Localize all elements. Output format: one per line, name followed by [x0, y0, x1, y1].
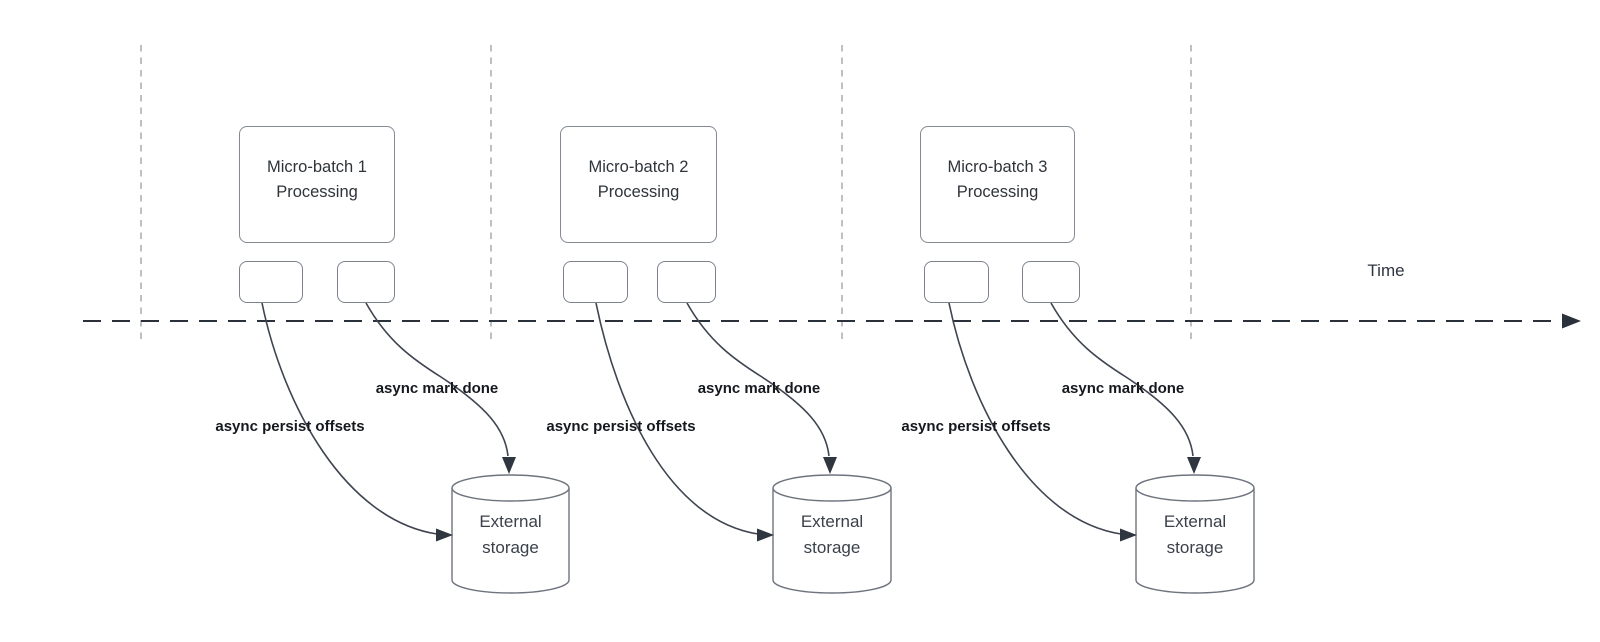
mark-done-arrow-2: [686, 302, 830, 457]
cylinder-body-1: [451, 488, 570, 594]
external-storage-cylinder-3: [1135, 474, 1255, 594]
mark-done-arrow-1: [365, 302, 509, 457]
micro-batch-3-processing-box: Micro-batch 3 Processing: [920, 126, 1075, 243]
time-axis-label: Time: [1367, 261, 1405, 280]
arrowheads: [436, 457, 1201, 542]
mark-done-arrowhead-2-icon: [823, 457, 837, 474]
mark-done-arrow-3: [1050, 302, 1194, 457]
external-storage-2-label: External storage: [773, 509, 891, 561]
cylinder-body-3: [1135, 488, 1255, 594]
batch-2-mark-done-task-box: [657, 261, 716, 303]
batch-1-title: Micro-batch 1: [267, 157, 367, 176]
external-storage-cylinder-1: [451, 474, 570, 594]
cylinder-body-2: [772, 488, 892, 594]
persist-offsets-arrow-1: [261, 302, 438, 535]
batch-3-mark-done-task-box: [1022, 261, 1080, 303]
external-storage-3-label: External storage: [1136, 509, 1254, 561]
batch-3-persist-offsets-label: async persist offsets: [901, 418, 1051, 435]
batch-3-persist-task-box: [924, 261, 989, 303]
time-axis-arrowhead-icon: [1562, 313, 1581, 329]
batch-2-mark-done-label: async mark done: [697, 380, 821, 397]
batch-2-subtitle: Processing: [597, 182, 680, 201]
storage-1-line2: storage: [482, 538, 539, 557]
storage-3-line1: External: [1163, 512, 1227, 531]
persist-arrowhead-3-icon: [1120, 528, 1137, 542]
batch-2-title: Micro-batch 2: [588, 157, 689, 176]
batch-1-persist-offsets-label: async persist offsets: [215, 418, 365, 435]
micro-batch-1-processing-box: Micro-batch 1 Processing: [239, 126, 395, 243]
cylinder-top-3: [1135, 474, 1255, 502]
external-storage-1-label: External storage: [452, 509, 569, 561]
batch-1-subtitle: Processing: [276, 182, 358, 201]
time-axis: [83, 313, 1581, 329]
batch-1-mark-done-label: async mark done: [375, 380, 499, 397]
mark-done-arrowhead-1-icon: [502, 457, 516, 474]
batch-3-mark-done-label: async mark done: [1061, 380, 1185, 397]
storage-3-line2: storage: [1166, 538, 1224, 557]
persist-arrowhead-1-icon: [436, 528, 453, 542]
storage-2-line2: storage: [803, 538, 861, 557]
mark-done-arrowhead-3-icon: [1187, 457, 1201, 474]
storage-1-line1: External: [479, 512, 542, 531]
batch-1-mark-done-task-box: [337, 261, 395, 303]
batch-3-subtitle: Processing: [956, 182, 1039, 201]
persist-offsets-arrow-3: [948, 302, 1122, 535]
batch-1-persist-task-box: [239, 261, 303, 303]
storage-2-line1: External: [800, 512, 864, 531]
cylinder-top-1: [451, 474, 570, 502]
batch-2-persist-task-box: [563, 261, 628, 303]
persist-offsets-arrow-2: [595, 302, 759, 535]
cylinder-top-2: [772, 474, 892, 502]
batch-3-title: Micro-batch 3: [947, 157, 1048, 176]
persist-arrowhead-2-icon: [757, 528, 774, 542]
storage-cylinders: [451, 474, 1255, 594]
micro-batch-2-processing-box: Micro-batch 2 Processing: [560, 126, 717, 243]
external-storage-cylinder-2: [772, 474, 892, 594]
async-arrows: [261, 302, 1194, 535]
batch-2-persist-offsets-label: async persist offsets: [546, 418, 696, 435]
